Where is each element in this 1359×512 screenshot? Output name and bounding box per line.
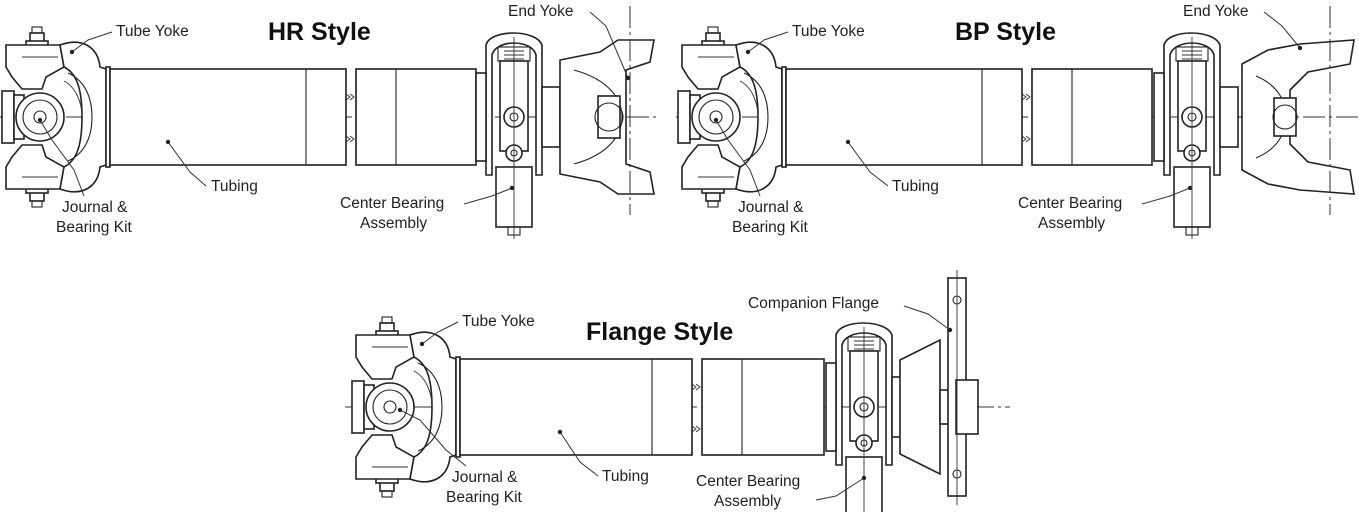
tube-yoke-drawing <box>1 26 111 208</box>
label-journal-line2: Bearing Kit <box>446 489 523 506</box>
label-center-bearing-line2: Assembly <box>360 215 427 232</box>
label-tubing: Tubing <box>602 468 649 485</box>
end-yoke-drawing <box>1241 6 1355 215</box>
label-tubing: Tubing <box>892 178 939 195</box>
tube-yoke-drawing <box>351 316 461 498</box>
label-journal-line1: Journal & <box>738 199 804 216</box>
bp-style-diagram <box>676 6 1359 240</box>
label-center-bearing-line2: Assembly <box>1038 215 1105 232</box>
companion-flange-drawing <box>899 270 979 505</box>
label-center-bearing-line1: Center Bearing <box>340 195 444 212</box>
label-journal-line1: Journal & <box>452 469 518 486</box>
label-center-bearing-line2: Assembly <box>714 493 781 510</box>
center-bearing-drawing <box>475 32 561 240</box>
label-journal-line2: Bearing Kit <box>56 219 133 236</box>
flange-style-diagram <box>345 270 1010 512</box>
label-companion-flange: Companion Flange <box>748 295 879 312</box>
tube-yoke-drawing <box>677 26 787 208</box>
diagram-title: Flange Style <box>586 318 733 346</box>
diagram-title: BP Style <box>955 18 1056 46</box>
hr-style-diagram <box>0 6 660 240</box>
label-center-bearing-line1: Center Bearing <box>1018 195 1122 212</box>
label-tube-yoke: Tube Yoke <box>116 23 189 40</box>
label-end-yoke: End Yoke <box>508 3 574 20</box>
label-journal-line2: Bearing Kit <box>732 219 809 236</box>
center-bearing-drawing <box>825 322 911 512</box>
label-tube-yoke: Tube Yoke <box>462 313 535 330</box>
label-center-bearing-line1: Center Bearing <box>696 473 800 490</box>
tubing-drawing <box>785 68 1153 166</box>
tubing-drawing <box>459 358 825 456</box>
center-bearing-drawing <box>1153 32 1239 240</box>
end-yoke-drawing <box>559 6 655 215</box>
label-journal-line1: Journal & <box>62 199 128 216</box>
diagram-title: HR Style <box>268 18 371 46</box>
label-tube-yoke: Tube Yoke <box>792 23 865 40</box>
label-end-yoke: End Yoke <box>1183 3 1249 20</box>
tubing-drawing <box>109 68 477 166</box>
label-tubing: Tubing <box>211 178 258 195</box>
